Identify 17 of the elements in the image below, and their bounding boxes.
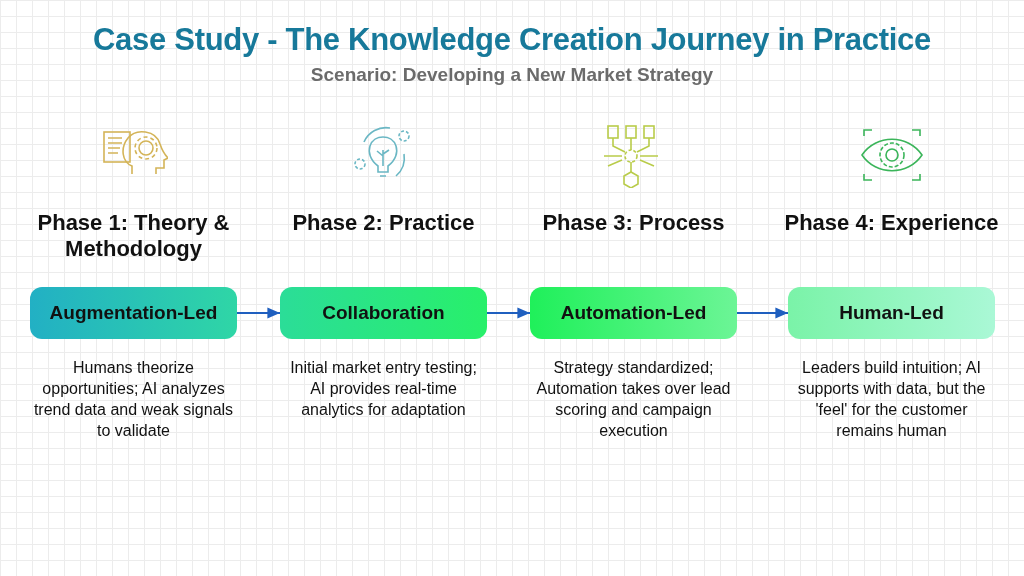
phase-description: Strategy standardized; Automation takes over lead scoring and campaign execution (535, 358, 732, 441)
mode-pill: Human-Led (788, 287, 995, 339)
phase-heading: Phase 3: Process (541, 210, 726, 236)
phase-description: Leaders build intuition; AI supports with data, but the 'feel' for the customer remains human (796, 358, 987, 441)
mode-pill: Augmentation-Led (30, 287, 237, 339)
phase-heading: Phase 1: Theory & Methodology (36, 210, 231, 262)
phase-heading: Phase 4: Experience (783, 210, 1000, 236)
mode-pill: Collaboration (280, 287, 487, 339)
arrow (236, 307, 281, 319)
mode-pill: Automation-Led (530, 287, 737, 339)
arrow (486, 307, 531, 319)
phase-description: Humans theorize opportunities; AI analyzes trend data and weak signals to validate (33, 358, 234, 441)
arrow (736, 307, 789, 319)
title: Case Study - The Knowledge Creation Journey in Practice (92, 22, 932, 58)
phase-description: Initial market entry testing; AI provides real-time analytics for adaptation (289, 358, 478, 420)
phase-heading: Phase 2: Practice (291, 210, 476, 236)
subtitle: Scenario: Developing a New Market Strategy (309, 64, 715, 86)
